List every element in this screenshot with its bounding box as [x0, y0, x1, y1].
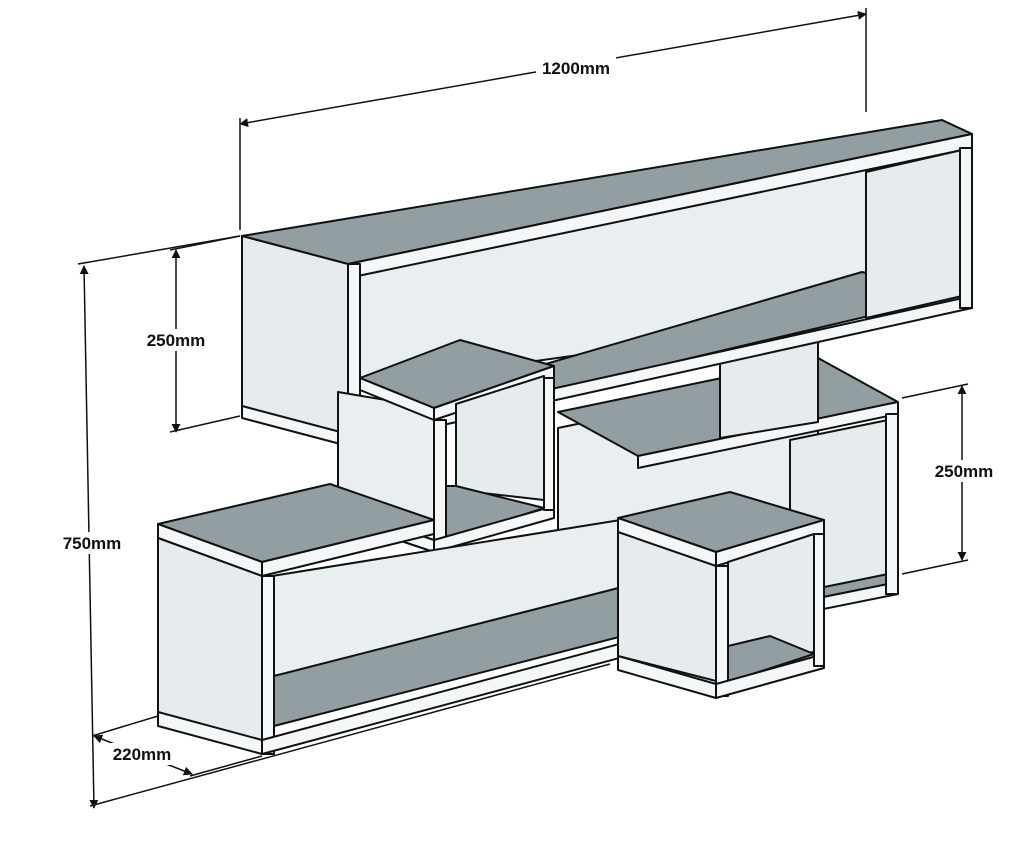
bottom-left-edge	[157, 711, 263, 755]
right-front-edge	[813, 533, 825, 667]
total-height-label: 750mm	[63, 534, 122, 553]
lower-right-cube	[617, 491, 825, 699]
right-front-edge	[959, 147, 973, 309]
top-height-extension-bottom	[169, 415, 241, 433]
left-front-panel	[433, 419, 447, 551]
left-side-panel	[241, 235, 349, 437]
lower-left-long-shelf	[157, 483, 721, 755]
left-front-edge	[715, 565, 729, 697]
right-height-label: 250mm	[935, 462, 994, 481]
depth-extension-right	[189, 755, 263, 777]
right-height-extension-top	[901, 383, 969, 399]
total-height-extension-bottom	[89, 663, 611, 807]
total-height-extension-top	[77, 235, 241, 265]
right-front-edge	[543, 377, 555, 511]
left-front-edge	[261, 575, 275, 755]
depth-label: 220mm	[113, 745, 172, 764]
upper-left-cube	[337, 339, 555, 553]
width-label: 1200mm	[542, 59, 610, 78]
top-height-label: 250mm	[147, 331, 206, 350]
right-height-extension-bottom	[901, 559, 969, 575]
bottom-left-edge	[617, 655, 717, 699]
depth-extension-left	[91, 715, 159, 737]
right-side-inner	[865, 149, 963, 319]
top-long-shelf	[241, 119, 973, 447]
right-side-front	[885, 413, 899, 595]
